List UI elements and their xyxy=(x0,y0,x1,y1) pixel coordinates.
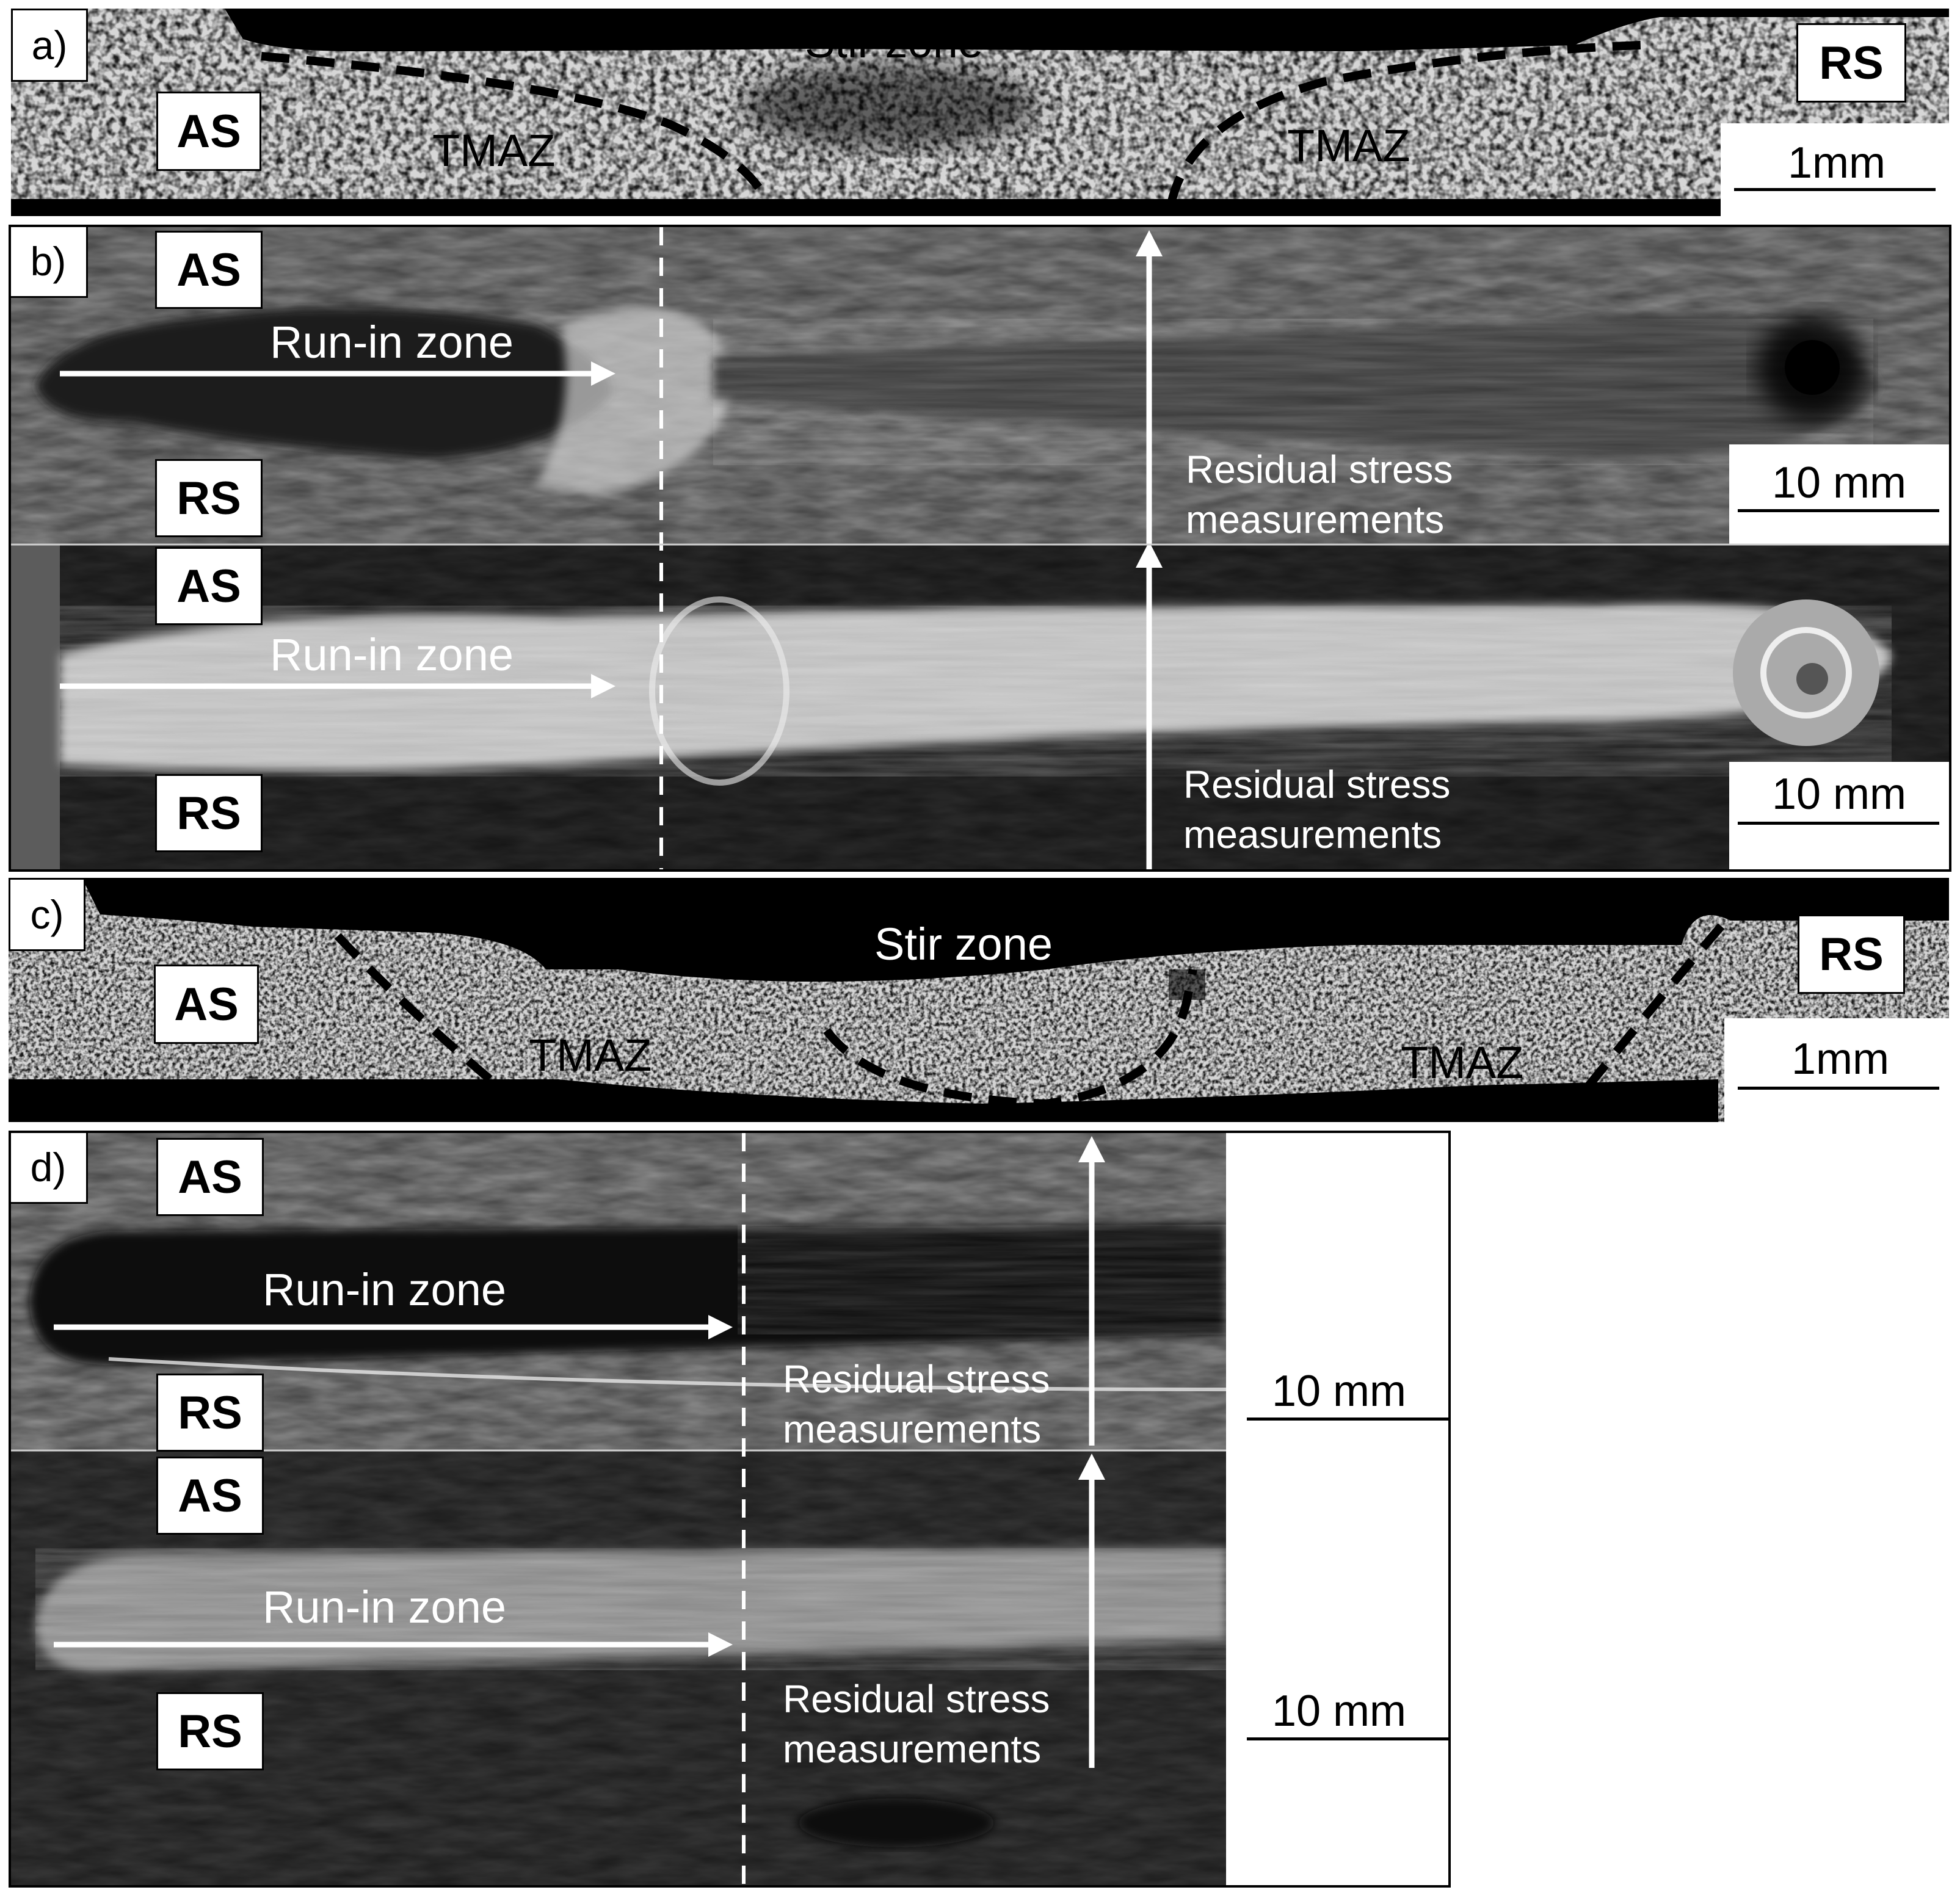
run-in-zone-label-bottom: Run-in zone xyxy=(270,629,514,680)
panel-label-a: a) xyxy=(11,9,88,82)
scale-label-bottom: 10 mm xyxy=(1271,1687,1407,1736)
scale-bar-top xyxy=(1247,1418,1448,1421)
retreating-side-label-top: RS xyxy=(155,459,263,537)
stir-zone-label: Stir zone xyxy=(874,919,1053,969)
tmaz-left-label: TMAZ xyxy=(529,1030,652,1081)
panel-label-c: c) xyxy=(9,878,85,951)
scale-label-top: 10 mm xyxy=(1271,1367,1407,1416)
tmaz-right-label: TMAZ xyxy=(1287,120,1410,171)
scale-label: 1mm xyxy=(1788,139,1886,187)
scale-label: 1mm xyxy=(1791,1035,1889,1084)
retreating-side-label-bottom: RS xyxy=(155,774,263,852)
residual-stress-label-top: Residual stress xyxy=(1186,447,1453,491)
tmaz-right-label: TMAZ xyxy=(1401,1037,1524,1088)
measurements-label-top: measurements xyxy=(783,1407,1042,1451)
scale-label-top: 10 mm xyxy=(1771,458,1907,507)
scale-label-bottom: 10 mm xyxy=(1771,770,1907,819)
panel-d: d) AS RS Run-in zone Residual stress mea… xyxy=(9,1131,1451,1888)
panel-a-micrograph xyxy=(11,9,1949,216)
scale-bar xyxy=(1738,1087,1939,1090)
measurements-label-bottom: measurements xyxy=(1183,813,1442,856)
residual-stress-label-bottom: Residual stress xyxy=(1183,762,1451,806)
tmaz-left-label: TMAZ xyxy=(432,125,556,176)
retreating-side-label: RS xyxy=(1798,914,1905,994)
residual-stress-label-top: Residual stress xyxy=(783,1357,1050,1401)
measurements-label-bottom: measurements xyxy=(783,1727,1042,1771)
measurements-label-top: measurements xyxy=(1186,498,1445,541)
panel-a: a) Stir zone TMAZ TMAZ AS RS 1mm xyxy=(11,9,1949,216)
panel-label-d: d) xyxy=(11,1133,88,1204)
advancing-side-label-top: AS xyxy=(156,1138,264,1216)
advancing-side-label-bottom: AS xyxy=(156,1457,264,1535)
run-in-zone-label-top: Run-in zone xyxy=(270,317,514,368)
retreating-side-label: RS xyxy=(1796,23,1906,103)
run-in-zone-label-bottom: Run-in zone xyxy=(263,1582,507,1632)
retreating-side-label-bottom: RS xyxy=(156,1692,264,1770)
panel-c: c) Stir zone TMAZ TMAZ AS RS 1mm xyxy=(9,878,1949,1122)
panel-c-micrograph xyxy=(9,878,1949,1122)
advancing-side-label-bottom: AS xyxy=(155,547,263,625)
advancing-side-label: AS xyxy=(154,965,259,1044)
scale-bar xyxy=(1734,188,1936,191)
residual-stress-label-bottom: Residual stress xyxy=(783,1677,1050,1721)
advancing-side-label-top: AS xyxy=(155,231,263,309)
scale-bar-bottom xyxy=(1247,1737,1448,1740)
stir-zone-label: Stir zone xyxy=(805,16,984,67)
advancing-side-label: AS xyxy=(156,92,261,171)
panel-b: b) AS RS Run-in zone Residual stress mea… xyxy=(9,225,1951,872)
scale-bar-bottom xyxy=(1738,822,1939,825)
panel-label-b: b) xyxy=(11,227,88,298)
run-in-zone-label-top: Run-in zone xyxy=(263,1264,507,1315)
scale-bar-top xyxy=(1738,509,1939,512)
retreating-side-label-top: RS xyxy=(156,1374,264,1452)
panel-b-weld-images xyxy=(11,227,1949,869)
panel-d-weld-images xyxy=(11,1133,1448,1885)
